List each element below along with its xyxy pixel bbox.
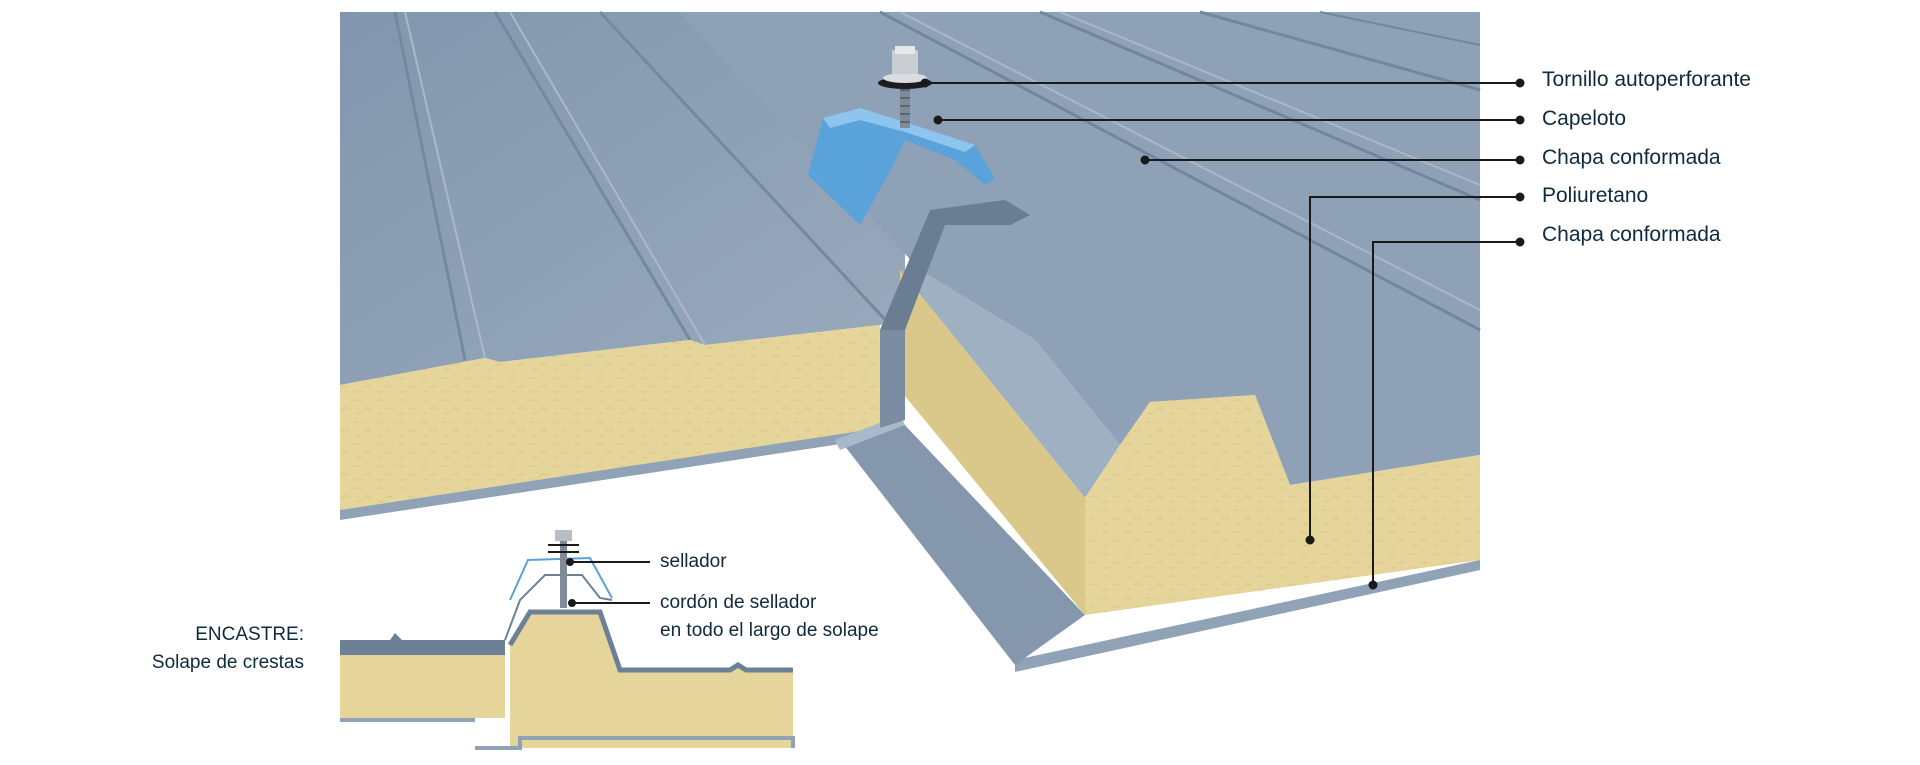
leader-capeloto-dot-start (933, 115, 943, 125)
left-rib-1b (404, 11, 486, 359)
label-cordon-line2: en todo el largo de solape (660, 620, 879, 641)
label-encastre-sub: Solape de crestas (151, 652, 304, 673)
leader-poliuretano-dot-start (1305, 535, 1315, 545)
leader-chapa-bottom-dot-start (1368, 580, 1378, 590)
left-rib-3 (598, 10, 892, 327)
label-encastre-title: ENCASTRE: (195, 624, 304, 645)
right-rib-3 (1199, 10, 1481, 92)
detail-cap (509, 556, 613, 601)
detail-right-bottom-sheet (475, 736, 795, 750)
leader-chapa-top-dot-start (1140, 155, 1150, 165)
screw (878, 46, 932, 128)
crest-slope-face (900, 270, 1120, 498)
right-rib-2b (1059, 11, 1481, 186)
left-rib-1 (393, 11, 467, 361)
left-panel-foam (340, 325, 880, 510)
right-rib-1 (879, 10, 1481, 332)
leader-sellador-dot (566, 558, 574, 566)
right-rib-2 (1039, 10, 1481, 202)
leader-chapa-bottom-dot (1515, 237, 1525, 247)
detail-cross-section (340, 530, 795, 750)
leader-poliuretano-dot (1515, 192, 1525, 202)
screw-washer-top (883, 73, 927, 83)
overlap-dark-face (880, 200, 1030, 330)
leader-tornillo-dot (1515, 78, 1525, 88)
leader-chapa-bottom (1372, 241, 1520, 585)
left-rib-2b (509, 11, 706, 346)
lower-flange (840, 420, 1085, 665)
capeloto (808, 108, 995, 225)
overlap-shadow (880, 330, 905, 428)
capeloto-top-face (823, 108, 975, 152)
callout-leaders (920, 78, 1525, 590)
right-panel-foam-side (900, 270, 1085, 615)
label-cordon-line1: cordón de sellador (660, 592, 817, 613)
left-panel-bottom-sheet (340, 428, 880, 520)
detail-right-foam (510, 612, 793, 748)
detail-left-foam (340, 655, 505, 718)
leader-tornillo-dot-start (920, 78, 930, 88)
leader-poliuretano (1309, 196, 1520, 540)
leader-capeloto-dot (1515, 115, 1525, 125)
screw-thread (900, 89, 910, 123)
left-rib-2 (493, 11, 692, 341)
label-chapa-top: Chapa conformada (1542, 146, 1721, 169)
left-panel (340, 10, 905, 520)
detail-left-bottom (340, 718, 475, 722)
overlap-crest (880, 200, 1030, 428)
detail-screw-head (555, 530, 572, 541)
detail-left-steel (340, 633, 505, 655)
label-tornillo: Tornillo autoperforante (1542, 68, 1751, 91)
leader-chapa-top-dot (1515, 155, 1525, 165)
screw-shank (900, 78, 910, 128)
detail-screw-shank (560, 540, 567, 608)
label-sellador: sellador (660, 551, 727, 572)
right-panel-foam-front (1085, 395, 1480, 615)
left-panel-steel (340, 12, 905, 385)
right-rib-4 (1319, 11, 1481, 46)
right-panel-bottom-sheet (1015, 560, 1480, 672)
screw-head-top (895, 46, 915, 54)
label-chapa-bottom: Chapa conformada (1542, 223, 1721, 246)
label-capeloto: Capeloto (1542, 107, 1627, 130)
leader-cordon-dot (568, 599, 576, 607)
label-poliuretano: Poliuretano (1542, 184, 1649, 207)
detail-right-top-sheet (507, 609, 793, 673)
